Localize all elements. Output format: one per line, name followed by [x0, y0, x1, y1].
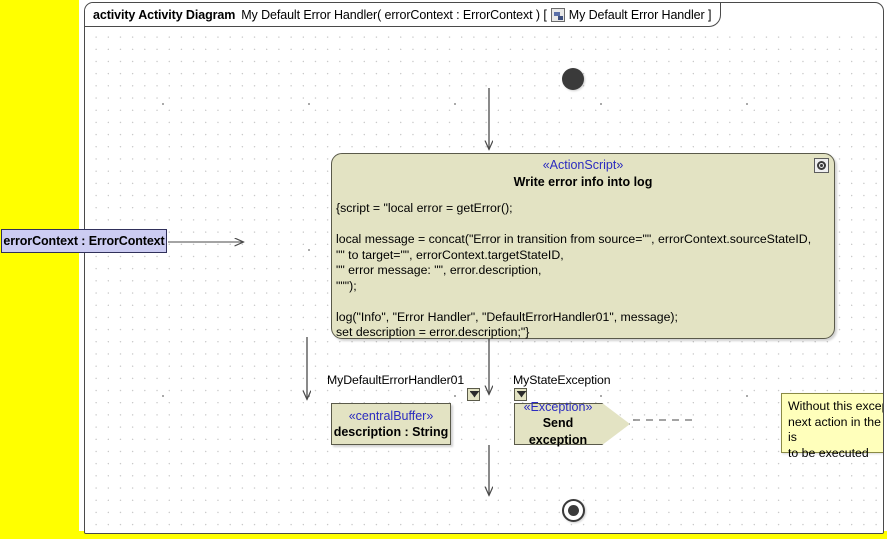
action-stereotype: «ActionScript» — [542, 158, 624, 172]
design-grid — [85, 28, 883, 533]
page-margin-left — [0, 0, 79, 539]
exception-name: Send exception — [528, 416, 588, 447]
page-margin-bottom — [0, 531, 887, 539]
buffer-stereotype: «centralBuffer» — [348, 408, 434, 423]
action-name: Write error info into log — [513, 175, 653, 189]
script-action-icon — [814, 158, 829, 173]
frame-header: activity Activity Diagram My Default Err… — [85, 3, 722, 27]
send-signal-shape — [514, 403, 630, 445]
activity-diagram-icon — [550, 7, 565, 22]
activity-parameter-node-errorcontext[interactable]: errorContext : ErrorContext — [1, 229, 167, 253]
activity-frame: activity Activity Diagram My Default Err… — [84, 2, 884, 534]
output-pin-exception-in[interactable] — [467, 388, 480, 401]
frame-reference: My Default Error Handler ] — [568, 7, 712, 22]
send-exception-node[interactable]: «Exception» Send exception — [514, 400, 630, 447]
exception-stereotype: «Exception» — [523, 400, 593, 414]
pin-label-default-error-handler: MyDefaultErrorHandler01 — [327, 373, 465, 387]
action-node-write-error-info[interactable]: «ActionScript» Write error info into log… — [331, 153, 835, 339]
exception-label-group: «Exception» Send exception — [514, 400, 602, 447]
frame-title: My Default Error Handler( errorContext :… — [241, 7, 547, 22]
action-script-body: {script = "local error = getError(); loc… — [336, 201, 812, 339]
buffer-name: description : String — [333, 424, 449, 439]
frame-keyword: activity Activity Diagram — [93, 7, 236, 22]
central-buffer-node[interactable]: «centralBuffer» description : String — [331, 403, 451, 445]
activity-final-node[interactable] — [562, 499, 585, 522]
parameter-node-label: errorContext : ErrorContext — [3, 234, 165, 248]
pin-label-state-exception: MyStateException — [513, 373, 611, 387]
note-text: Without this exception, the next action … — [788, 399, 883, 460]
comment-note[interactable]: Without this exception, the next action … — [781, 393, 883, 460]
initial-node[interactable] — [562, 68, 584, 90]
output-pin-state-exception[interactable] — [514, 388, 527, 401]
